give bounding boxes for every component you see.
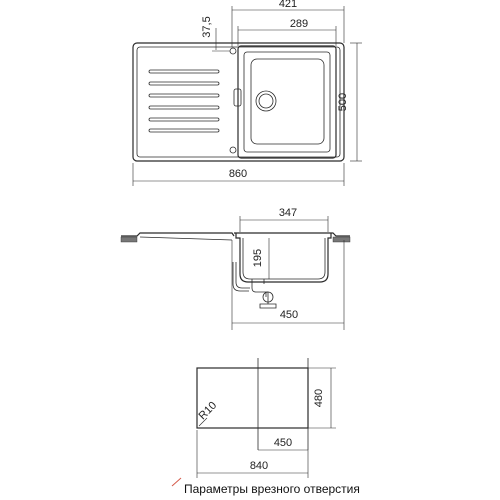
cutout-outline xyxy=(196,367,309,429)
dim-cutout-total-width: 840 xyxy=(196,430,309,478)
dim-bowl-outer-width: 421 xyxy=(231,0,345,47)
dim-cutout-height: 480 xyxy=(308,367,336,429)
dim-bowl-inner-width: 289 xyxy=(237,18,337,46)
rim-line xyxy=(234,232,350,237)
drain-inner xyxy=(258,93,274,109)
dim-label-840: 840 xyxy=(250,460,268,472)
dim-bowl-width: 347 xyxy=(239,207,329,232)
dim-label-500: 500 xyxy=(337,93,349,111)
dim-label-421: 421 xyxy=(279,0,297,10)
top-view: 421 289 37,5 500 860 xyxy=(132,0,362,186)
bowl-outer xyxy=(237,45,337,159)
drainboard-grooves xyxy=(148,69,220,133)
dim-bowl-depth: 195 xyxy=(252,238,270,279)
dim-depth-total: 500 xyxy=(337,42,362,162)
dim-label-37-5: 37,5 xyxy=(201,16,213,37)
sink-outline xyxy=(132,42,345,162)
dim-label-860: 860 xyxy=(229,168,247,180)
dim-cutout-inner-width: 450 xyxy=(258,437,308,451)
countertop-right xyxy=(332,236,351,243)
drain-outer xyxy=(255,90,277,112)
section-view: 347 195 450 xyxy=(120,207,351,330)
dim-label-450-section: 450 xyxy=(280,309,298,321)
drainboard-underside xyxy=(139,236,233,241)
bowl-profile-inner xyxy=(235,233,332,283)
tap-hole-bottom xyxy=(229,146,237,154)
bowl-profile-outer xyxy=(242,238,326,280)
dim-width-total: 860 xyxy=(132,163,345,186)
cutout-caption: Параметры врезного отверстия xyxy=(184,482,360,496)
dim-corner-radius: R10 xyxy=(196,399,219,427)
siphon xyxy=(232,262,277,309)
caption-marker xyxy=(171,477,182,487)
dim-label-r10: R10 xyxy=(196,399,219,422)
bowl-inner-rim xyxy=(243,51,331,153)
tap-hole-top xyxy=(229,47,237,55)
overflow-slot xyxy=(233,88,242,107)
dim-label-195: 195 xyxy=(252,249,264,267)
dim-base-width: 450 xyxy=(231,240,345,330)
drainboard-profile xyxy=(121,232,235,237)
dim-label-480: 480 xyxy=(313,389,325,407)
dim-label-289: 289 xyxy=(290,18,308,30)
dim-label-347: 347 xyxy=(279,207,297,219)
cutout-view: R10 480 450 840 Параметры врезного отвер… xyxy=(171,358,360,496)
countertop-left xyxy=(120,236,138,243)
dim-tap-hole-offset: 37,5 xyxy=(201,16,230,52)
bowl-basin xyxy=(250,58,325,145)
dim-label-450-cutout: 450 xyxy=(274,437,292,449)
